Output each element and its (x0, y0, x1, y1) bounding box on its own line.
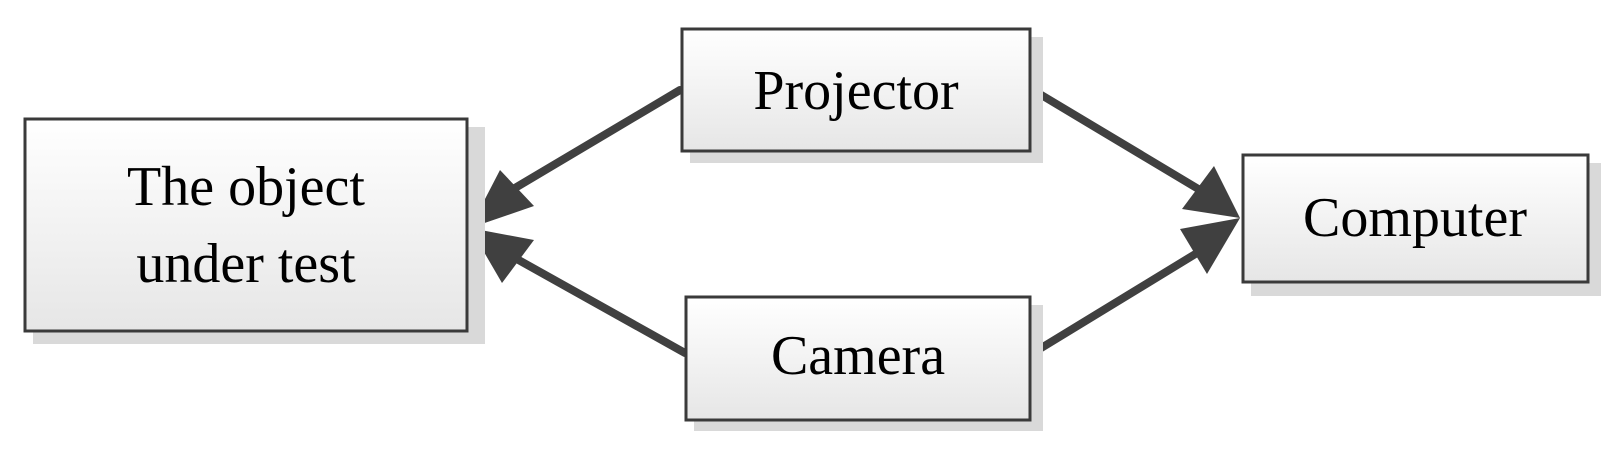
camera-label: Camera (771, 325, 945, 387)
arrow-camera-to-object (470, 228, 689, 357)
node-camera: Camera (684, 295, 1043, 431)
node-object-under-test: The object under test (23, 117, 485, 344)
node-computer: Computer (1241, 153, 1601, 296)
object-label-line2: under test (136, 233, 356, 295)
arrow-projector-to-object (470, 86, 684, 228)
arrow-camera-to-computer (1029, 218, 1240, 357)
object-label-line1: The object (127, 156, 365, 218)
projector-label: Projector (753, 60, 959, 122)
node-projector: Projector (680, 27, 1043, 163)
arrow-projector-to-computer (1029, 86, 1240, 218)
computer-label: Computer (1303, 187, 1527, 249)
edges (470, 86, 1240, 357)
